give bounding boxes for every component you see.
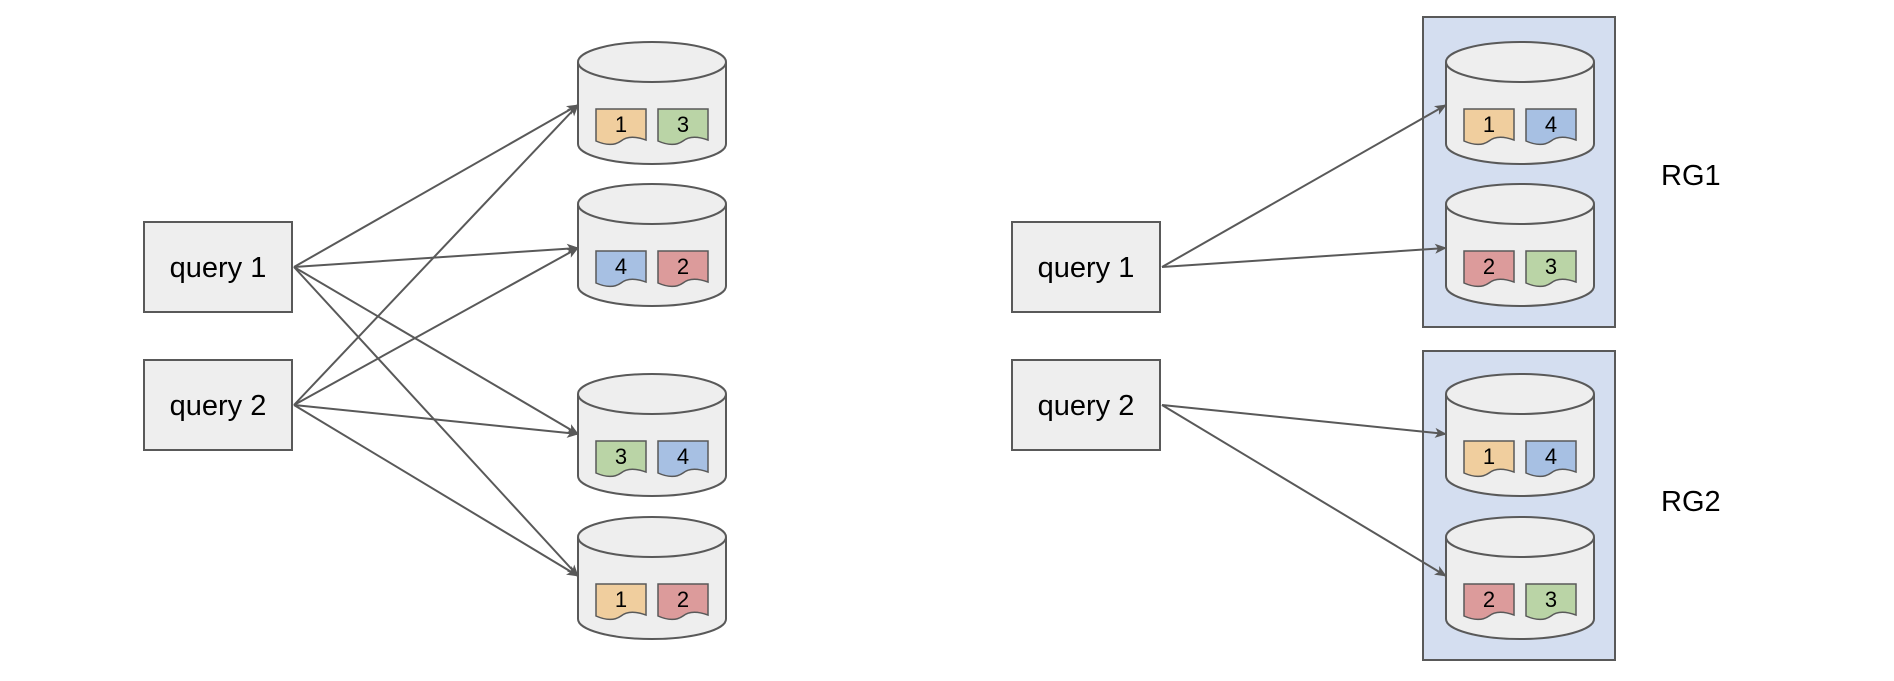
query-box <box>143 359 293 451</box>
document-icon <box>1525 440 1577 478</box>
left-arrow-8 <box>293 404 579 577</box>
right-arrow-1 <box>1161 104 1447 268</box>
document-icon <box>1525 250 1577 288</box>
query-box <box>1011 359 1161 451</box>
query-label: query 2 <box>170 390 267 422</box>
document-icon <box>595 440 647 478</box>
document-label: 4 <box>615 254 627 279</box>
document-icon <box>1525 108 1577 146</box>
document-label: 1 <box>1483 444 1495 469</box>
document-icon <box>595 583 647 621</box>
document-4: 4 <box>1525 440 1577 478</box>
left-arrow-3 <box>293 266 579 435</box>
document-2: 2 <box>657 583 709 621</box>
query-label: query 2 <box>1038 390 1135 422</box>
document-label: 2 <box>677 587 689 612</box>
document-icon <box>657 108 709 146</box>
document-label: 3 <box>677 112 689 137</box>
document-label: 4 <box>1545 112 1557 137</box>
document-label: 1 <box>1483 112 1495 137</box>
document-3: 3 <box>595 440 647 478</box>
right-arrow-3 <box>1161 404 1447 438</box>
document-4: 4 <box>595 250 647 288</box>
right-arrow-4 <box>1161 404 1447 577</box>
database-top <box>1445 41 1595 83</box>
document-label: 2 <box>1483 587 1495 612</box>
replica-group-label: RG1 <box>1661 160 1721 192</box>
document-icon <box>657 440 709 478</box>
left-arrow-6 <box>293 247 579 406</box>
document-label: 3 <box>615 444 627 469</box>
document-4: 4 <box>1525 108 1577 146</box>
query-label: query 1 <box>1038 252 1135 284</box>
document-icon <box>1463 440 1515 478</box>
database-top <box>577 41 727 83</box>
document-label: 4 <box>677 444 689 469</box>
document-label: 1 <box>615 587 627 612</box>
left-query-2: query 2 <box>143 359 293 451</box>
right-query-1: query 1 <box>1011 221 1161 313</box>
right-query-2: query 2 <box>1011 359 1161 451</box>
document-2: 2 <box>657 250 709 288</box>
left-arrow-5 <box>293 104 579 406</box>
document-icon <box>1463 250 1515 288</box>
left-arrow-1 <box>293 104 579 268</box>
database-top <box>577 373 727 415</box>
document-icon <box>595 250 647 288</box>
document-label: 4 <box>1545 444 1557 469</box>
document-icon <box>595 108 647 146</box>
document-3: 3 <box>1525 250 1577 288</box>
database-top <box>577 516 727 558</box>
document-icon <box>1463 583 1515 621</box>
document-4: 4 <box>657 440 709 478</box>
right-arrow-2 <box>1161 243 1447 268</box>
document-icon <box>657 250 709 288</box>
document-label: 2 <box>1483 254 1495 279</box>
left-arrow-4 <box>293 266 579 577</box>
replica-group-label: RG2 <box>1661 486 1721 518</box>
document-label: 3 <box>1545 254 1557 279</box>
left-query-1: query 1 <box>143 221 293 313</box>
document-label: 2 <box>677 254 689 279</box>
document-3: 3 <box>1525 583 1577 621</box>
database-top <box>1445 183 1595 225</box>
document-icon <box>1525 583 1577 621</box>
left-arrow-2 <box>293 243 579 268</box>
document-1: 1 <box>595 108 647 146</box>
document-1: 1 <box>595 583 647 621</box>
document-icon <box>657 583 709 621</box>
database-top <box>1445 516 1595 558</box>
document-icon <box>1463 108 1515 146</box>
document-label: 1 <box>615 112 627 137</box>
document-1: 1 <box>1463 440 1515 478</box>
document-3: 3 <box>657 108 709 146</box>
database-top <box>577 183 727 225</box>
query-box <box>1011 221 1161 313</box>
document-1: 1 <box>1463 108 1515 146</box>
document-2: 2 <box>1463 583 1515 621</box>
document-label: 3 <box>1545 587 1557 612</box>
left-arrow-7 <box>293 404 579 438</box>
document-2: 2 <box>1463 250 1515 288</box>
query-label: query 1 <box>170 252 267 284</box>
query-box <box>143 221 293 313</box>
database-top <box>1445 373 1595 415</box>
